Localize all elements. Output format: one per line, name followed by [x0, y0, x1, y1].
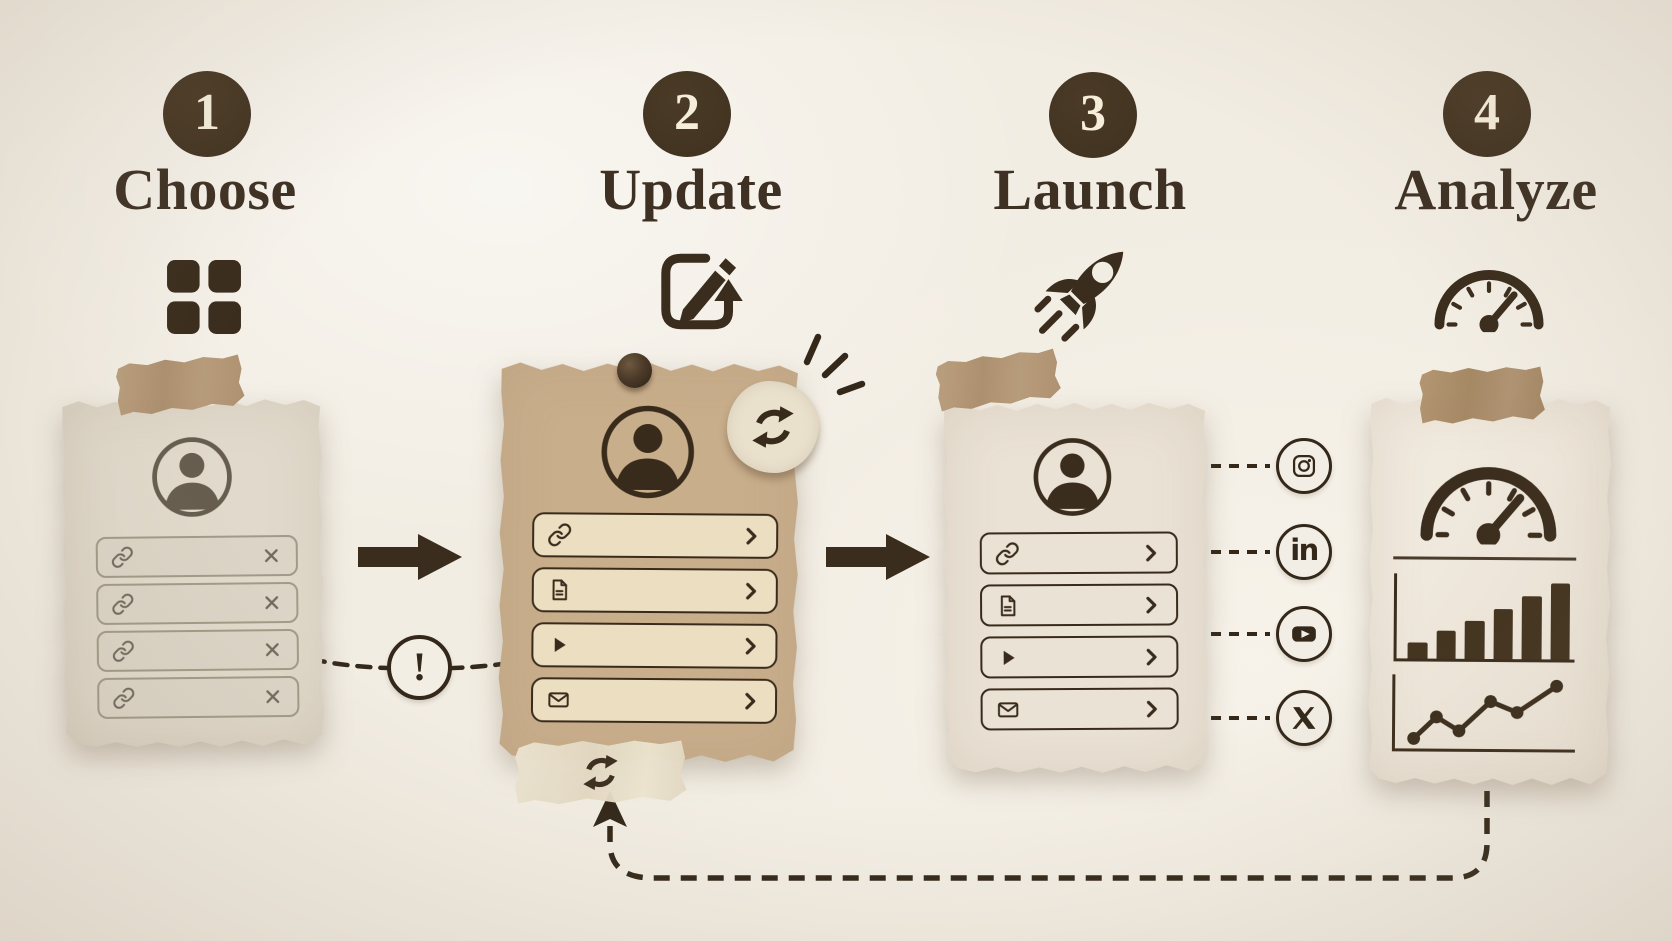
- bar: [1436, 630, 1456, 659]
- chevron-right-icon: [738, 524, 763, 549]
- sync-icon: [577, 748, 625, 796]
- profile-link-row[interactable]: [532, 512, 779, 559]
- step-2-badge: 2: [643, 71, 731, 157]
- launch-link-list: [979, 531, 1179, 731]
- step-1-title: Choose: [113, 157, 297, 222]
- profile-link-row[interactable]: [96, 628, 300, 673]
- alert-badge: !: [387, 635, 452, 700]
- profile-link-row[interactable]: [96, 581, 299, 626]
- chevron-right-icon: [738, 579, 763, 604]
- update-link-list: [530, 512, 779, 724]
- gauge-icon: [1412, 447, 1565, 546]
- analyze-card: [1367, 395, 1613, 787]
- bar: [1521, 596, 1542, 660]
- bar-chart: [1393, 573, 1576, 663]
- bar: [1550, 583, 1571, 660]
- gauge-icon: [1428, 254, 1550, 334]
- link-icon: [111, 546, 134, 569]
- channel-dashed-lines: [1211, 464, 1270, 720]
- sparkle-lines: [803, 333, 866, 396]
- document-icon: [995, 593, 1020, 618]
- step-4-number: 4: [1474, 84, 1500, 141]
- profile-link-row[interactable]: [979, 531, 1178, 575]
- profile-document-row[interactable]: [531, 567, 778, 614]
- chevron-right-icon: [737, 689, 762, 714]
- feedback-loop-dashed-path: [607, 791, 1490, 881]
- link-icon: [112, 640, 135, 663]
- step-3-title: Launch: [993, 157, 1187, 222]
- close-icon[interactable]: [261, 685, 284, 708]
- youtube-icon: [1288, 618, 1320, 650]
- chevron-right-icon: [1138, 592, 1163, 617]
- step-4-title: Analyze: [1394, 157, 1598, 222]
- channel-x[interactable]: [1276, 690, 1332, 746]
- choose-link-list: [95, 534, 300, 720]
- step-3-number: 3: [1080, 85, 1106, 142]
- play-icon: [546, 632, 571, 657]
- profile-link-row[interactable]: [95, 534, 299, 579]
- play-icon: [995, 645, 1020, 670]
- launch-card: [942, 400, 1209, 774]
- edit-icon: [646, 244, 754, 339]
- profile-mail-row[interactable]: [980, 687, 1179, 731]
- instagram-icon: [1288, 450, 1320, 482]
- document-icon: [547, 577, 572, 602]
- flow-arrow-2: [826, 534, 930, 580]
- bar: [1407, 642, 1428, 659]
- channel-list: in: [1276, 438, 1332, 748]
- step-3-badge: 3: [1049, 72, 1137, 158]
- chevron-right-icon: [1138, 540, 1163, 565]
- line-chart: [1391, 674, 1576, 753]
- link-icon: [112, 687, 135, 710]
- flow-arrow-1: [358, 534, 462, 580]
- link-icon: [547, 522, 572, 547]
- step-1-badge: 1: [163, 71, 251, 157]
- channel-youtube[interactable]: [1276, 606, 1332, 662]
- avatar-icon: [1030, 435, 1114, 519]
- step-2-title: Update: [599, 157, 783, 222]
- x-logo-icon: [1288, 702, 1320, 734]
- profile-play-row[interactable]: [531, 622, 778, 669]
- bar: [1493, 609, 1513, 660]
- avatar-icon: [597, 402, 698, 503]
- feedback-loop-arrowhead: [593, 791, 627, 827]
- chevron-right-icon: [1139, 696, 1164, 721]
- channel-instagram[interactable]: [1276, 438, 1332, 494]
- tape-strip: [1418, 365, 1546, 425]
- chevron-right-icon: [737, 634, 762, 659]
- close-icon[interactable]: [261, 638, 284, 661]
- rocket-icon: [1030, 233, 1142, 345]
- link-icon: [995, 541, 1020, 566]
- trend-line: [1407, 679, 1564, 745]
- step-4-badge: 4: [1443, 71, 1531, 157]
- profile-document-row[interactable]: [979, 583, 1179, 627]
- profile-mail-row[interactable]: [530, 677, 778, 724]
- profile-play-row[interactable]: [980, 635, 1179, 679]
- exclamation-mark: !: [412, 643, 427, 689]
- mail-icon: [996, 697, 1021, 722]
- choose-card: [60, 397, 326, 750]
- chevron-right-icon: [1138, 644, 1163, 669]
- link-icon: [111, 593, 134, 616]
- close-icon[interactable]: [260, 591, 283, 614]
- close-icon[interactable]: [260, 544, 283, 567]
- bar: [1464, 620, 1485, 659]
- profile-link-row[interactable]: [97, 675, 300, 720]
- step-1-number: 1: [194, 84, 220, 141]
- step-2-number: 2: [674, 84, 700, 141]
- linkedin-icon: in: [1290, 533, 1319, 567]
- avatar-icon: [149, 434, 236, 521]
- footer-sync-tape: [513, 738, 687, 805]
- push-pin: [617, 353, 652, 388]
- mail-icon: [546, 687, 571, 712]
- grid-icon: [160, 253, 248, 341]
- sync-icon: [745, 399, 801, 455]
- channel-linkedin[interactable]: in: [1276, 524, 1332, 580]
- sync-badge: [727, 381, 819, 473]
